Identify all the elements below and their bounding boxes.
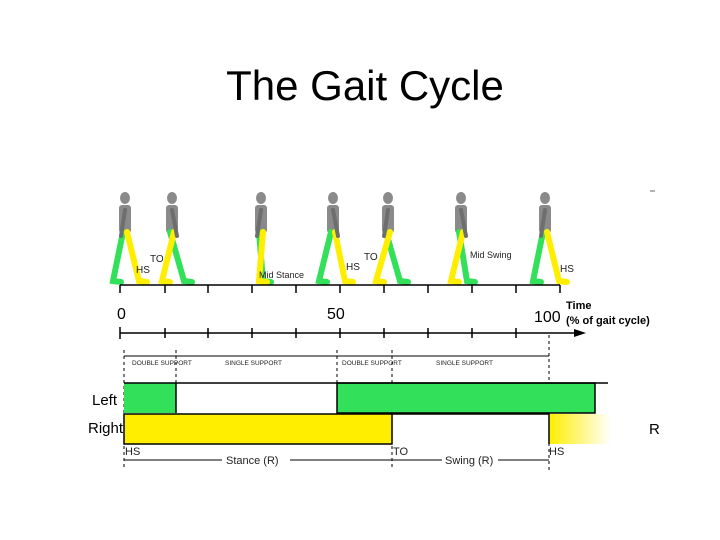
event-hs-3: HS: [560, 264, 574, 275]
right-foot-row: [123, 413, 611, 445]
axis-arrow-icon: [574, 329, 586, 337]
right-stance-bar: [123, 413, 393, 445]
bottom-stance-r: Stance (R): [226, 455, 279, 467]
event-hs-1: HS: [136, 265, 150, 276]
row-label-left: Left: [92, 392, 118, 409]
tick-50: 50: [327, 306, 345, 323]
phase-labels: DOUBLE SUPPORT SINGLE SUPPORT DOUBLE SUP…: [132, 360, 493, 367]
event-mid-stance: Mid Stance: [259, 270, 304, 280]
event-mid-swing: Mid Swing: [470, 250, 512, 260]
phase-single-support-2: SINGLE SUPPORT: [436, 360, 493, 367]
event-to-1: TO: [150, 254, 164, 265]
walking-figure: [158, 192, 195, 285]
phase-double-support-1: DOUBLE SUPPORT: [132, 360, 192, 367]
walking-figure: [255, 192, 274, 285]
walking-figure: [529, 192, 570, 285]
row-label-right-edge: R: [649, 421, 660, 438]
tick-0: 0: [117, 306, 126, 323]
walking-figures: [109, 192, 570, 285]
tick-100: 100: [534, 309, 561, 326]
event-labels: HS TO Mid Stance HS TO Mid Swing HS: [136, 250, 574, 280]
timeline-top: [119, 284, 561, 293]
diagram-title: The Gait Cycle: [226, 62, 504, 109]
timeline-axis: [119, 327, 574, 339]
right-next-stance-bar: [549, 414, 611, 444]
walking-figure: [447, 192, 478, 285]
phase-double-support-2: DOUBLE SUPPORT: [342, 360, 402, 367]
axis-tick-labels: 0 50 100: [117, 306, 561, 326]
left-foot-row: [124, 382, 608, 414]
left-stance-end-bar: [124, 383, 176, 413]
bottom-hs-1: HS: [125, 446, 140, 458]
walking-figure: [109, 192, 150, 285]
walking-figure: [372, 192, 411, 285]
event-hs-2: HS: [346, 262, 360, 273]
bottom-to: TO: [393, 446, 409, 458]
bottom-swing-r: Swing (R): [445, 455, 493, 467]
left-stance-bar: [336, 382, 596, 414]
phase-single-support-1: SINGLE SUPPORT: [225, 360, 282, 367]
walking-figure: [315, 192, 356, 285]
event-to-2: TO: [364, 252, 378, 263]
bottom-annotations: HS TO HS Stance (R) Swing (R): [125, 446, 564, 467]
axis-label-time: Time: [566, 300, 591, 312]
row-label-right: Right: [88, 420, 124, 437]
bottom-hs-2: HS: [549, 446, 564, 458]
axis-label-unit: (% of gait cycle): [566, 315, 650, 327]
